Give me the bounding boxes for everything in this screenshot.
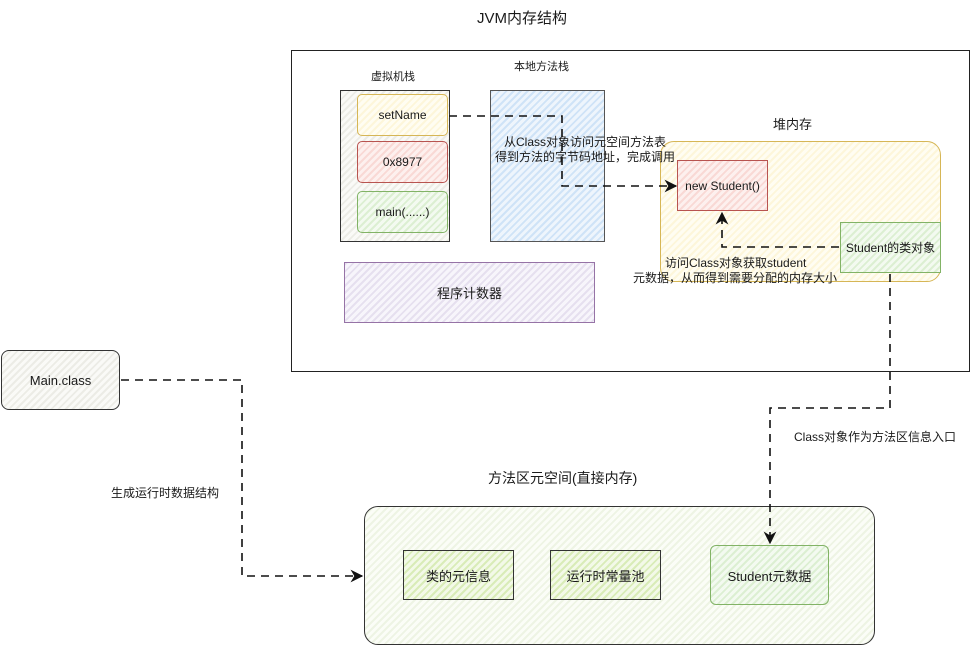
- main-class-label: Main.class: [29, 372, 92, 388]
- stack-frame-main[interactable]: main(......): [357, 191, 448, 233]
- edge-generate-runtime: [121, 379, 364, 583]
- native-method-stack[interactable]: [490, 90, 605, 242]
- annotation-line: 访问Class对象获取student: [665, 256, 807, 270]
- metaspace-item-label: 运行时常量池: [566, 568, 645, 584]
- method-call-annotation: 从Class对象访问元空间方法表 得到方法的字节码地址，完成调用: [495, 135, 675, 165]
- main-class-node[interactable]: Main.class: [1, 350, 120, 410]
- stack-frame-label: main(......): [375, 205, 430, 219]
- stack-frame-label: setName: [378, 108, 427, 122]
- native-stack-label: 本地方法栈: [514, 61, 569, 73]
- jvm-region: [291, 50, 970, 372]
- student-metadata[interactable]: Student元数据: [710, 545, 829, 605]
- heap-object-label: new Student(): [685, 178, 760, 193]
- alloc-annotation: 访问Class对象获取student 元数据，从而得到需要分配的内存大小: [633, 256, 837, 286]
- metaspace-item-label: Student元数据: [727, 568, 812, 584]
- metaspace-label: 方法区元空间(直接内存): [488, 470, 638, 486]
- student-class-object[interactable]: Student的类对象: [840, 222, 941, 273]
- vm-stack-label: 虚拟机栈: [371, 71, 415, 83]
- annotation-line: 得到方法的字节码地址，完成调用: [495, 150, 676, 164]
- stack-frame-address[interactable]: 0x8977: [357, 141, 448, 183]
- program-counter-label: 程序计数器: [436, 286, 502, 301]
- diagram-title: JVM内存结构: [477, 10, 568, 27]
- stack-frame-label: 0x8977: [382, 155, 423, 169]
- runtime-constant-pool[interactable]: 运行时常量池: [550, 550, 661, 600]
- annotation-line: 从Class对象访问元空间方法表: [504, 135, 667, 149]
- class-object-label: Student的类对象: [845, 241, 936, 255]
- heap-object-new-student[interactable]: new Student(): [677, 160, 768, 211]
- class-entry-label: Class对象作为方法区信息入口: [794, 430, 957, 444]
- metaspace-item-label: 类的元信息: [425, 568, 491, 584]
- program-counter[interactable]: 程序计数器: [344, 262, 595, 323]
- heap-label: 堆内存: [773, 117, 813, 132]
- generate-runtime-label: 生成运行时数据结构: [111, 486, 220, 500]
- class-meta-info[interactable]: 类的元信息: [403, 550, 514, 600]
- stack-frame-setname[interactable]: setName: [357, 94, 448, 136]
- annotation-line: 元数据，从而得到需要分配的内存大小: [633, 271, 838, 285]
